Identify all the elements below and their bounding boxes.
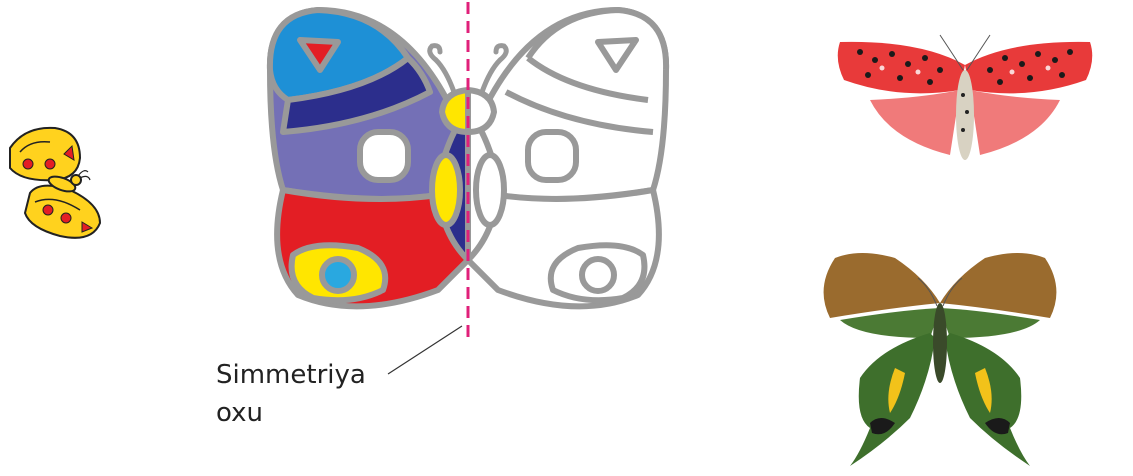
symmetry-axis-label-line2: oxu bbox=[216, 398, 263, 428]
half-colored-butterfly-illustration bbox=[258, 0, 678, 345]
label-pointer-line bbox=[380, 320, 480, 380]
symmetry-axis-label-line1: Simmetriya bbox=[216, 360, 366, 390]
green-brown-swallowtail-photo bbox=[800, 228, 1080, 468]
small-yellow-butterfly-icon bbox=[0, 118, 110, 248]
red-spotted-moth-photo bbox=[830, 20, 1100, 170]
